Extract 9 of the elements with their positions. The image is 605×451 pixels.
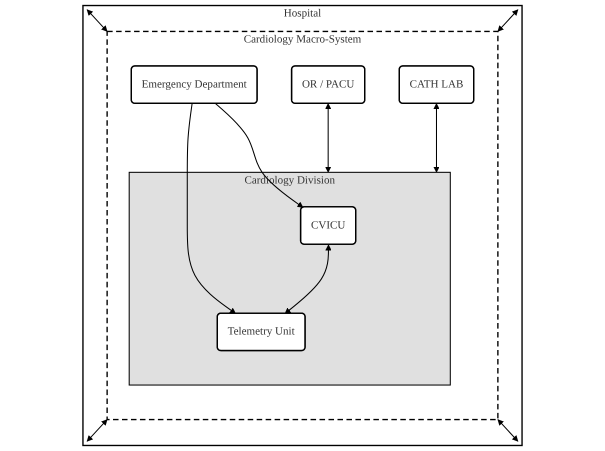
arrow <box>325 103 332 173</box>
arrow <box>284 244 332 314</box>
double-arrow <box>86 419 108 442</box>
arrow <box>433 103 440 173</box>
double-arrow <box>497 419 518 442</box>
arrow <box>186 104 236 314</box>
arrow <box>215 103 304 208</box>
double-arrow <box>86 9 108 32</box>
double-arrow <box>497 9 518 32</box>
